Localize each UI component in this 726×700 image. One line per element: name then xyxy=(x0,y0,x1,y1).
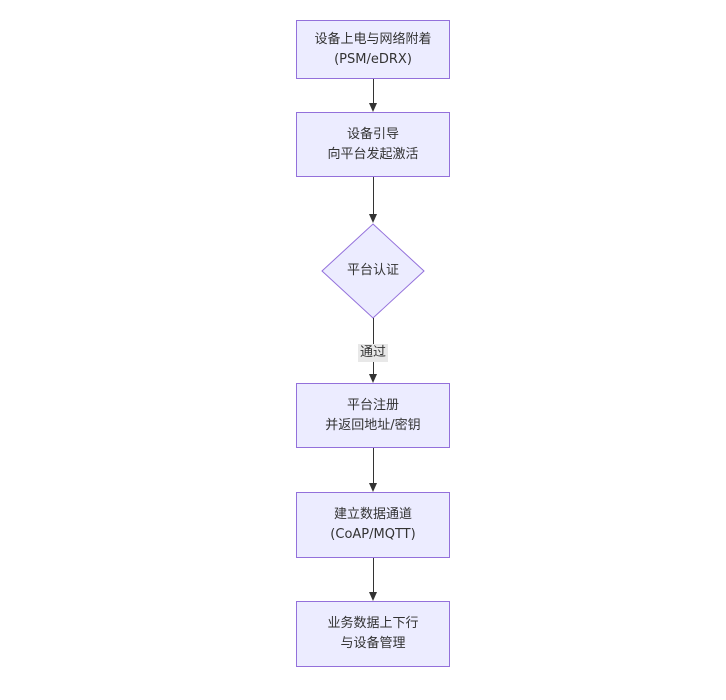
node-label-line: 设备引导 xyxy=(346,126,399,142)
node-label-line: 与设备管理 xyxy=(340,636,406,651)
flow-arrow-3: 通过 xyxy=(357,318,389,383)
node-label-line: (PSM/eDRX) xyxy=(334,51,412,67)
decision-label: 平台认证 xyxy=(346,263,399,278)
node-data-channel: 建立数据通道 (CoAP/MQTT) xyxy=(296,492,450,558)
arrow-line xyxy=(372,558,374,592)
arrow-down-head-icon xyxy=(369,483,377,492)
flow-arrow-4 xyxy=(369,448,377,492)
node-power-attach: 设备上电与网络附着 (PSM/eDRX) xyxy=(296,20,450,79)
arrow-down-head-icon xyxy=(369,103,377,112)
arrow-down-head-icon xyxy=(369,214,377,223)
node-label-line: 建立数据通道 xyxy=(333,507,412,522)
flow-arrow-1 xyxy=(369,79,377,112)
arrow-down-head-icon xyxy=(369,592,377,601)
arrow-line xyxy=(372,177,374,214)
flow-arrow-5 xyxy=(369,558,377,601)
node-label-line: 业务数据上下行 xyxy=(327,616,419,631)
decision-platform-auth: 平台认证 xyxy=(321,223,425,319)
node-device-bootstrap: 设备引导 向平台发起激活 xyxy=(296,112,450,177)
edge-label-pass: 通过 xyxy=(357,344,389,362)
node-label-line: 平台注册 xyxy=(346,397,399,413)
flow-arrow-2 xyxy=(369,177,377,223)
node-platform-register: 平台注册 并返回地址/密钥 xyxy=(296,383,450,448)
arrow-line xyxy=(372,448,374,483)
node-label-line: 设备上电与网络附着 xyxy=(314,31,432,47)
node-label-line: 并返回地址/密钥 xyxy=(325,417,421,433)
node-business-data: 业务数据上下行 与设备管理 xyxy=(296,601,450,667)
arrow-line xyxy=(372,79,374,103)
arrow-down-head-icon xyxy=(369,374,377,383)
node-label-line: (CoAP/MQTT) xyxy=(330,527,416,542)
node-label-line: 向平台发起激活 xyxy=(327,146,419,162)
